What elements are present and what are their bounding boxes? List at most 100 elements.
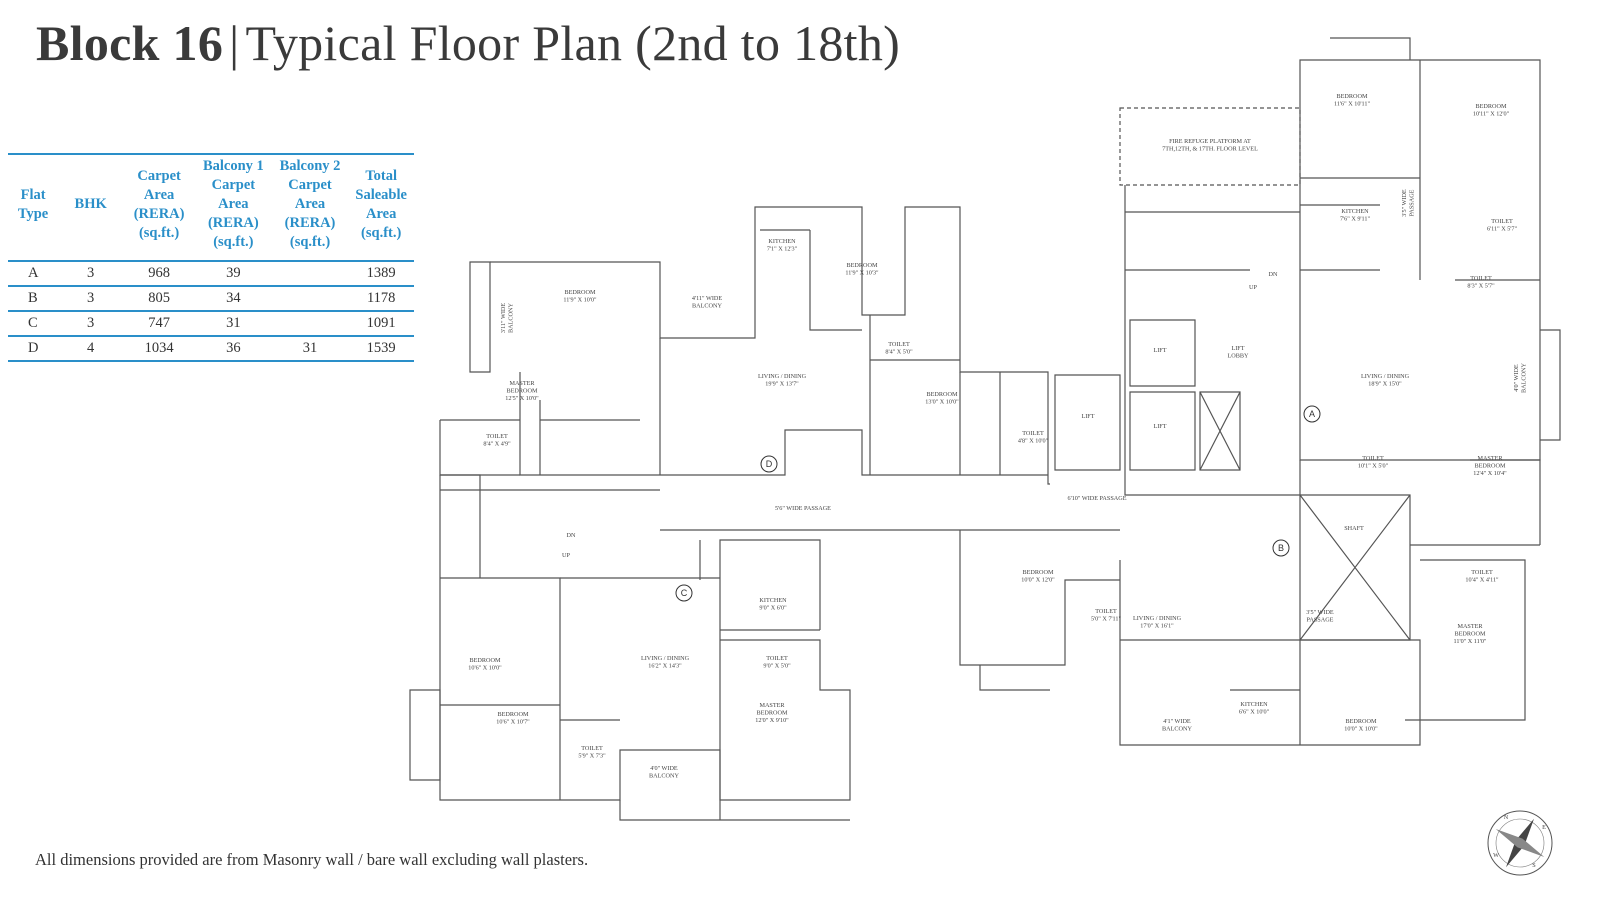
- compass-letter: S: [1532, 862, 1536, 869]
- table-header-cell: BHK: [58, 153, 124, 262]
- header-text: Flat: [20, 186, 46, 203]
- compass-letter: W: [1493, 852, 1499, 859]
- table-cell: 31: [195, 311, 272, 337]
- header-text: (sq.ft.): [289, 234, 331, 250]
- flat-marker-b: B: [1278, 543, 1284, 553]
- table-cell: 3: [58, 261, 124, 287]
- page-title: Block 16|Typical Floor Plan (2nd to 18th…: [36, 14, 900, 72]
- table-cell: 805: [123, 286, 196, 312]
- table-cell: 747: [123, 311, 196, 337]
- room-label: SHAFT: [1344, 525, 1364, 532]
- compass-letter: N: [1504, 814, 1509, 821]
- header-text: Area: [294, 196, 326, 212]
- room-label: LIFT: [1153, 423, 1166, 430]
- room-label: UP: [1249, 284, 1257, 291]
- header-text: Area: [366, 205, 397, 222]
- table-cell: B: [8, 286, 59, 312]
- table-cell: 1178: [348, 286, 414, 312]
- flat-marker-circle: [760, 455, 778, 473]
- plan-walls: [409, 37, 1561, 821]
- header-text: Type: [17, 205, 49, 222]
- room-label: LIFT: [1153, 347, 1166, 354]
- header-text: Carpet: [211, 177, 256, 193]
- table-cell: 31: [271, 336, 349, 362]
- table-cell: A: [8, 261, 59, 287]
- table-cell: 1389: [348, 261, 414, 287]
- table-cell: 39: [195, 261, 272, 287]
- title-subtitle: Typical Floor Plan (2nd to 18th): [245, 15, 901, 71]
- table-cell: 1091: [348, 311, 414, 337]
- table-cell: 1539: [348, 336, 414, 362]
- table-cell: 968: [123, 261, 196, 287]
- footnote: All dimensions provided are from Masonry…: [35, 850, 589, 869]
- table-cell: [271, 311, 349, 337]
- header-text: Carpet: [288, 177, 332, 193]
- room-label: DN: [567, 532, 576, 539]
- table-cell: 1034: [123, 336, 196, 362]
- compass-letters: N E S W: [1493, 814, 1546, 869]
- compass-rose-icon: [1487, 810, 1553, 876]
- header-text: Balcony 1: [202, 158, 264, 174]
- header-text: Carpet: [137, 167, 181, 184]
- header-text: (sq.ft.): [361, 224, 402, 241]
- header-text: (sq.ft.): [138, 224, 180, 241]
- table-cell: [271, 286, 349, 312]
- table-cell: 4: [58, 336, 124, 362]
- room-label: 3'5" WIDEPASSAGE: [1401, 189, 1416, 217]
- header-text: (RERA): [284, 215, 336, 231]
- flat-marker-circle: [1303, 405, 1321, 423]
- table-cell: 36: [195, 336, 272, 362]
- flat-marker-c: C: [681, 588, 688, 598]
- header-text: Saleable: [355, 186, 407, 203]
- flat-marker-a: A: [1309, 409, 1315, 419]
- room-label: 5'6" WIDE PASSAGE: [775, 505, 831, 512]
- room-label: 6'10" WIDE PASSAGE: [1068, 495, 1127, 502]
- header-text: (RERA): [207, 215, 259, 231]
- header-text: Total: [365, 167, 398, 184]
- compass-letter: E: [1542, 824, 1546, 831]
- header-text: (sq.ft.): [213, 234, 254, 250]
